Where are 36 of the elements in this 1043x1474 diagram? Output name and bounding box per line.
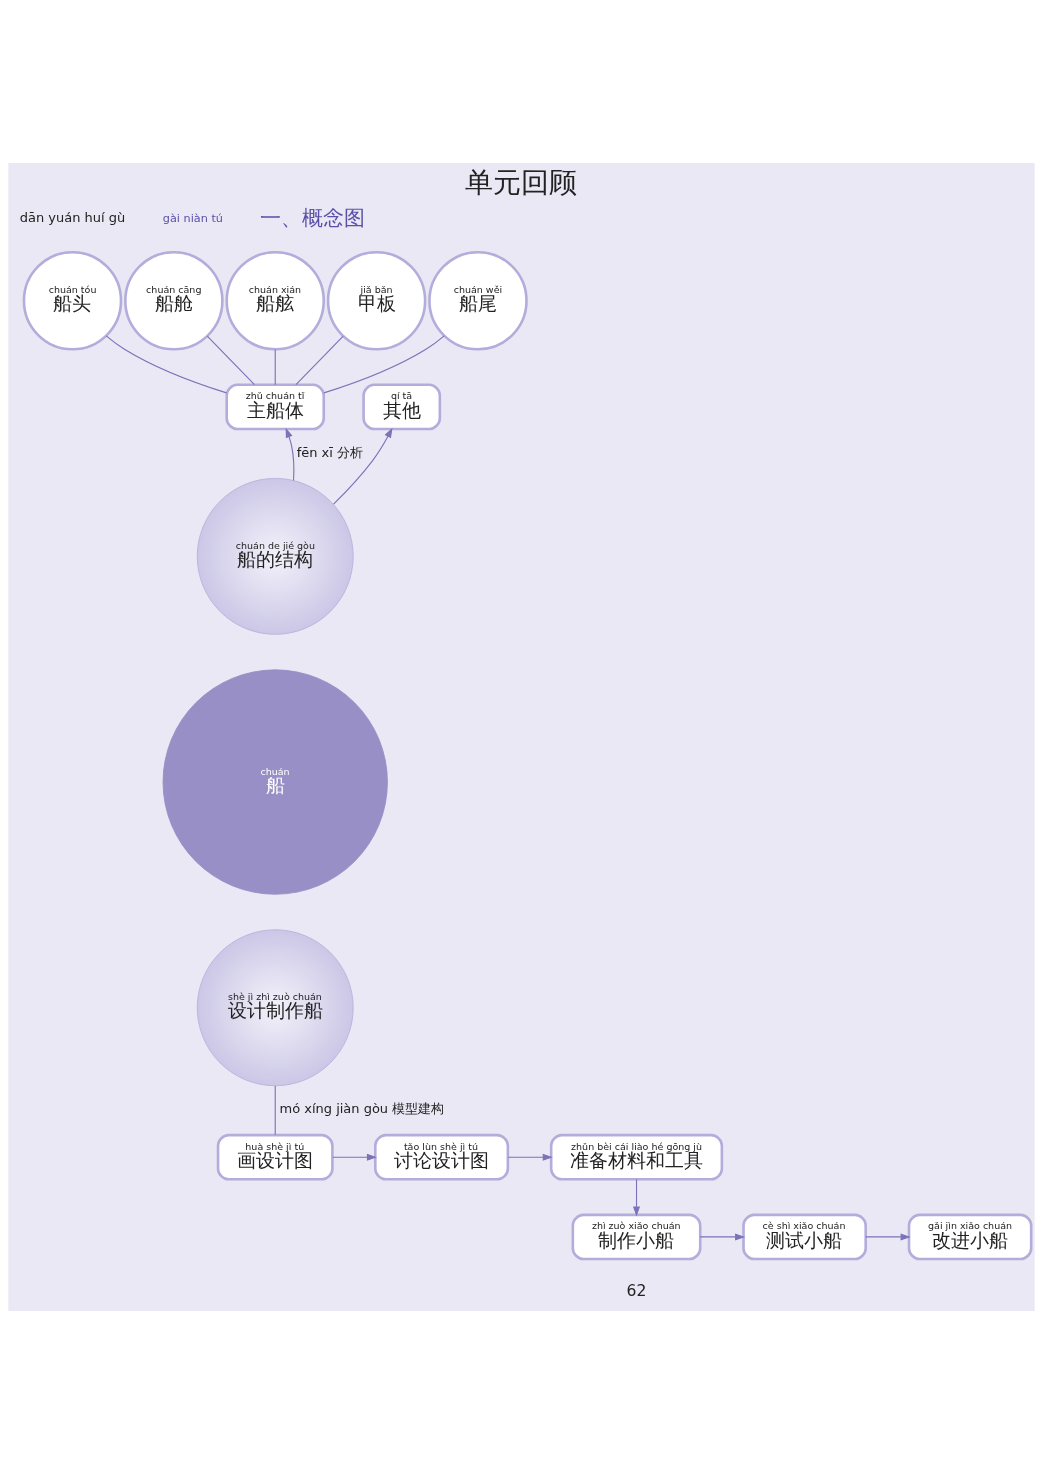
arrow	[507, 1153, 553, 1161]
label: dān yuán huí gù	[19, 210, 126, 226]
connector	[323, 335, 445, 394]
connector	[206, 335, 256, 386]
connector	[105, 335, 228, 394]
node-box: zhǔn bèi cái liào hé gōng jù 准备材料和工具	[549, 1133, 724, 1181]
arrow	[865, 1233, 911, 1241]
node-box: tǎo lùn shè jì tú 讨论设计图	[374, 1133, 510, 1181]
arrow	[285, 427, 295, 481]
label: 一、概念图	[259, 205, 365, 230]
node-circle: shè jì zhì zuò chuán 设计制作船	[196, 929, 354, 1087]
node-box: zhǔ chuán tǐ 主船体	[225, 383, 326, 431]
connector	[274, 349, 276, 386]
node-box: zhì zuò xiǎo chuán 制作小船	[571, 1213, 702, 1261]
node-circle: chuán tóu 船头	[22, 250, 123, 351]
node-circle: chuán wěi 船尾	[428, 250, 528, 351]
label: 62	[626, 1281, 647, 1300]
arrow	[633, 1178, 641, 1217]
node-box: qí tā 其他	[362, 383, 442, 431]
diagram-title: 单元回顾	[465, 166, 578, 200]
node-box: gǎi jìn xiǎo chuán 改进小船	[907, 1213, 1033, 1261]
arrow	[699, 1233, 746, 1241]
edge-label: mó xíng jiàn gòu 模型建构	[279, 1101, 445, 1117]
node-circle: chuán xián 船舷	[225, 250, 326, 351]
node-circle: chuán cāng 船舱	[124, 250, 224, 351]
connector	[295, 335, 344, 386]
node-box: cè shì xiǎo chuán 测试小船	[742, 1213, 867, 1261]
label: gài niàn tú	[162, 212, 223, 226]
edge-label: fēn xī 分析	[296, 444, 363, 460]
node-box: huà shè jì tú 画设计图	[216, 1133, 334, 1181]
node-circle: chuán de jié gòu 船的结构	[196, 477, 354, 635]
arrow	[333, 427, 393, 505]
arrow	[332, 1153, 377, 1161]
connector	[274, 1085, 276, 1136]
node-circle: chuán 船	[162, 669, 388, 895]
node-circle: jiǎ bǎn 甲板	[326, 250, 427, 351]
